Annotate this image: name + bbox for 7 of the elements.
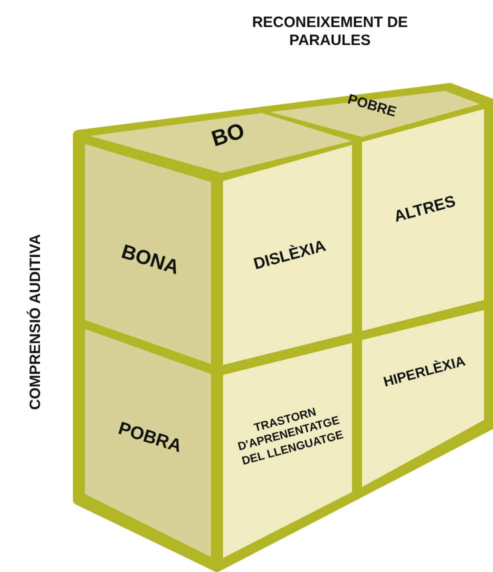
panel-label: POBRE	[345, 90, 400, 122]
panel-label: BONA	[118, 239, 183, 281]
panel-label: ALTRES	[391, 192, 458, 228]
axis-title: COMPRENSIÓ AUDITIVA	[27, 233, 45, 412]
panel-label: POBRA	[115, 416, 186, 458]
axis-title: RECONEIXEMENT DE PARAULES	[251, 14, 409, 50]
panel-label: BO	[208, 116, 248, 154]
